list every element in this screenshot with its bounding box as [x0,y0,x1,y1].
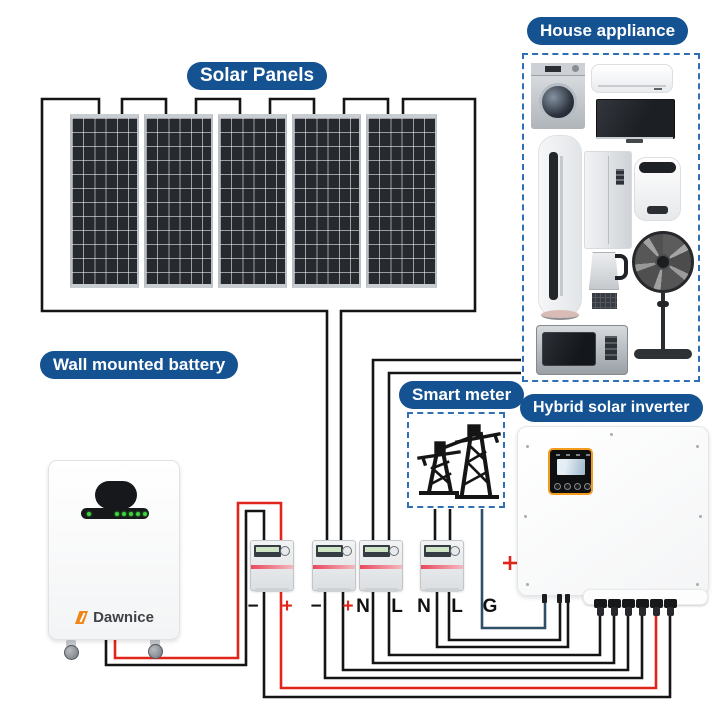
wire-meter3-L [387,591,602,657]
solar-panels-label-text: Solar Panels [200,65,315,86]
inverter-button-4 [584,483,591,490]
smart-meter-label-text: Smart meter [412,385,512,404]
inverter-terminal-stub-1 [542,594,547,603]
transmission-tower-icon [417,424,501,499]
microwave-image [536,325,628,375]
inverter-connector-6 [664,599,677,616]
inverter-connector-1 [594,599,607,616]
wire-ground-blue [480,509,547,630]
terminal-label-N-1: N [356,596,370,617]
solar-panel-1 [70,114,139,288]
inverter-button-2 [564,483,571,490]
wire-panel-bridge-4 [342,97,390,116]
solar-panel-4 [292,114,361,288]
terminal-label-plus-2: + [342,596,354,617]
wire-panel-bridge-2 [194,97,242,116]
wire-meter1-pos [279,591,658,690]
wire-meter4-N [435,591,570,649]
inverter-button-3 [574,483,581,490]
washing-machine-image [531,63,585,129]
blender-image [585,250,630,317]
inverter-connector-3 [622,599,635,616]
wire-pv-left [40,97,329,541]
battery-caster-left [62,640,82,660]
hybrid-solar-inverter-label-text: Hybrid solar inverter [533,399,690,416]
terminal-label-L-1: L [391,596,403,617]
battery-led-bar [81,508,149,519]
terminal-label-minus-2: − [310,596,322,617]
inverter-connector-5 [650,599,663,616]
battery-brand-logo: Dawnice [49,609,179,626]
solar-panel-3 [218,114,287,288]
wire-panel-bridge-3 [268,97,316,116]
inverter-button-1 [554,483,561,490]
inverter-control-panel [548,448,593,495]
solar-panels-label: Solar Panels [187,62,328,90]
house-appliance-label: House appliance [527,17,689,45]
terminal-label-L-2: L [451,596,463,617]
energy-meter-1 [250,540,294,592]
solar-panel-2 [144,114,213,288]
terminal-label-G: G [482,596,498,617]
solar-panel-5 [366,114,437,288]
television-image [596,99,675,144]
wire-appliance-2 [387,371,521,541]
wall-mounted-battery-label-text: Wall mounted battery [53,355,226,374]
floor-ac-image [538,135,582,320]
wire-meter2-neg [323,591,644,680]
wire-pv-right [339,97,477,541]
air-conditioner-image [591,64,673,93]
wire-panel-bridge-1 [120,97,168,116]
wall-mounted-battery: Dawnice [48,460,180,640]
smart-meter-label: Smart meter [399,381,525,409]
inverter-display [557,459,585,475]
wire-battery-neg [104,509,266,667]
wire-battery-pos [113,501,283,660]
hybrid-solar-inverter-label: Hybrid solar inverter [520,394,703,422]
hybrid-solar-inverter [517,426,709,596]
wire-meter3-N [371,591,616,665]
energy-meter-2 [312,540,356,592]
wire-meter4-L [447,591,562,642]
terminal-label-plus-1: + [281,596,293,617]
battery-caster-right [146,639,166,659]
dawnice-logo-icon [75,611,89,624]
energy-meter-3 [359,540,403,592]
stand-fan-image [630,231,698,361]
refrigerator-image [584,151,632,249]
terminal-label-minus-1: − [247,596,259,617]
inverter-terminal-stub-2 [557,594,562,603]
inverter-terminal-stub-3 [565,594,570,603]
wire-appliance-1 [371,358,521,541]
battery-brand-text: Dawnice [93,609,154,626]
inverter-connector-2 [608,599,621,616]
wire-meter1-neg [262,591,672,699]
terminal-label-N-2: N [417,596,431,617]
inverter-connector-4 [636,599,649,616]
wall-mounted-battery-label: Wall mounted battery [40,351,239,379]
energy-meter-4 [420,540,464,592]
battery-handle [95,481,137,509]
wire-meter2-pos [341,591,630,672]
house-appliance-label-text: House appliance [540,21,676,40]
air-fryer-image [634,157,681,221]
